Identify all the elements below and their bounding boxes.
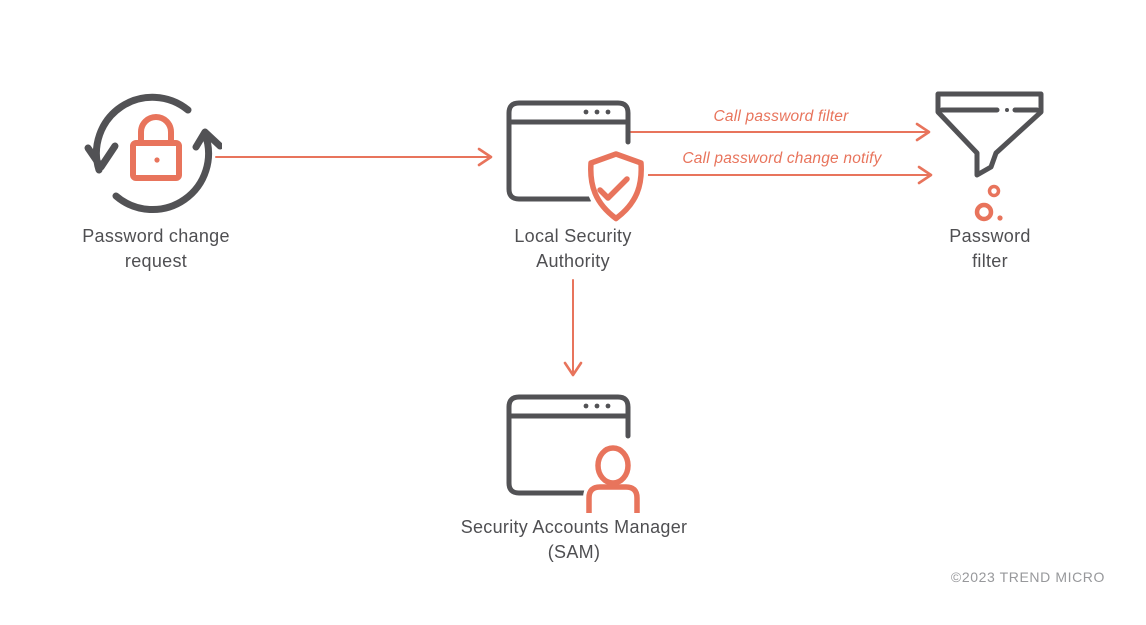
browser-window-icon: [506, 100, 631, 202]
arrow-call-password-change-notify: [647, 165, 933, 185]
password-filter-funnel-icon: [935, 91, 1044, 222]
label-sam: Security Accounts Manager (SAM): [461, 515, 688, 564]
label-password-filter: Password filter: [949, 224, 1030, 273]
sam-icon: [506, 394, 643, 513]
copyright-text: ©2023 TREND MICRO: [950, 569, 1105, 585]
user-icon: [583, 441, 643, 513]
label-line: Local Security: [514, 226, 632, 246]
label-line: request: [124, 250, 188, 271]
password-change-cycle-icon: [84, 93, 222, 213]
cycle-arrows-icon: [84, 93, 222, 213]
funnel-icon: [935, 91, 1044, 178]
edge-label-call-password-change-notify: Call password change notify: [682, 150, 882, 167]
lsa-icon: [506, 100, 649, 226]
label-line: Password: [949, 226, 1031, 246]
label-password-change-request: Password change request: [82, 224, 230, 273]
label-line: Password change: [82, 226, 230, 246]
arrow-request-to-lsa: [215, 147, 493, 167]
droplets-icon: [974, 184, 1003, 222]
arrow-call-password-filter: [630, 122, 931, 142]
label-line: filter: [972, 250, 1008, 271]
lock-icon: [130, 114, 182, 181]
label-local-security-authority: Local Security Authority: [514, 224, 631, 273]
edge-label-call-password-filter: Call password filter: [713, 108, 849, 125]
shield-check-icon: [583, 147, 649, 226]
arrow-lsa-to-sam: [563, 279, 583, 377]
label-line: Security Accounts Manager: [460, 517, 688, 537]
label-line: Authority: [536, 250, 610, 271]
label-line: (SAM): [547, 541, 601, 562]
browser-window-icon: [506, 394, 631, 496]
